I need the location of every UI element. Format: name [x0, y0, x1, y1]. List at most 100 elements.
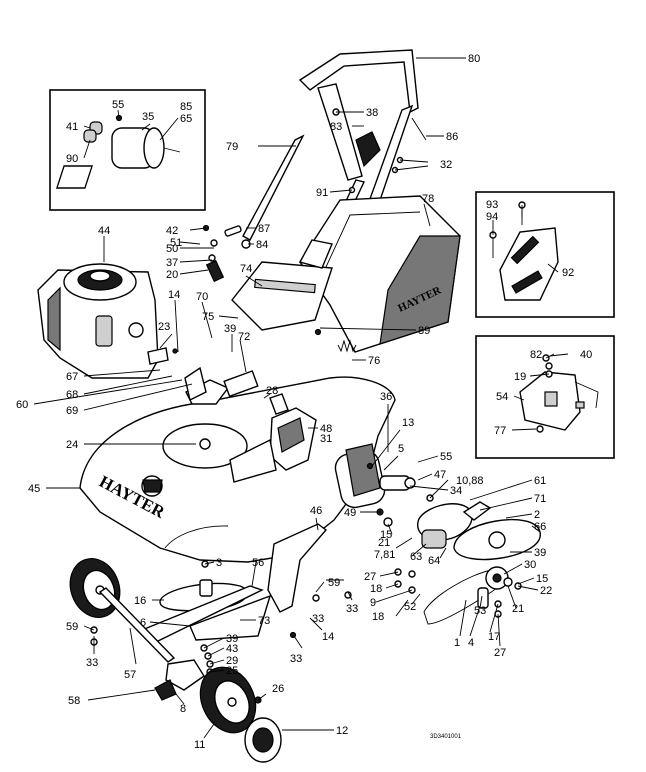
- inset-motor: [55, 114, 181, 189]
- callout-label: 66: [534, 521, 546, 533]
- callout-label: 12: [336, 725, 348, 737]
- callout-label: 34: [450, 485, 462, 497]
- grass-catcher: HAYTER: [231, 195, 461, 353]
- callout-label: 43: [226, 643, 238, 655]
- drive-assembly: [334, 443, 541, 625]
- callout-label: 14: [322, 631, 334, 643]
- callout-label: 50: [166, 243, 178, 255]
- callout-label: 29: [226, 655, 238, 667]
- callout-label: 57: [124, 669, 136, 681]
- callout-label: 4: [468, 637, 474, 649]
- callout-label: 59: [328, 577, 340, 589]
- callout-label: 77: [494, 425, 506, 437]
- callout-label: 31: [320, 433, 332, 445]
- callout-label: 39: [224, 323, 236, 335]
- callout-label: 58: [68, 695, 80, 707]
- catcher-spring: [337, 339, 357, 353]
- callout-label: 16: [134, 595, 146, 607]
- inset-catcher-frame: [475, 191, 615, 318]
- inset-motor-frame: [49, 89, 206, 211]
- callout-label: 35: [142, 111, 154, 123]
- callout-label: 26: [272, 683, 284, 695]
- upper-handle: [298, 49, 419, 114]
- inset-bracket-frame: [475, 335, 615, 459]
- blade-guard: [189, 594, 272, 641]
- callout-label: 78: [422, 193, 434, 205]
- callout-label: 45: [28, 483, 40, 495]
- motor-bracket: [55, 165, 93, 189]
- callout-label: 33: [312, 613, 324, 625]
- callout-label: 6: [140, 617, 146, 629]
- callout-label: 64: [428, 555, 440, 567]
- callout-label: 40: [580, 349, 592, 361]
- chassis-and-blade: [90, 523, 352, 646]
- catcher-clip: [499, 227, 559, 301]
- callout-label: 61: [534, 475, 546, 487]
- callout-label: 27: [494, 647, 506, 659]
- callout-label: 17: [488, 631, 500, 643]
- callout-label: 15: [536, 573, 548, 585]
- inset-bracket: [519, 354, 599, 433]
- callout-label: 42: [166, 225, 178, 237]
- callout-label: 46: [310, 505, 322, 517]
- callout-label: 69: [66, 405, 78, 417]
- callout-label: 13: [402, 417, 414, 429]
- callout-label: 2: [534, 509, 540, 521]
- callout-label: 91: [316, 187, 328, 199]
- rear-chassis-plate: [267, 523, 328, 613]
- callout-label: 10,88: [456, 475, 484, 487]
- height-adjust-lever: [223, 370, 259, 398]
- callout-label: 39: [226, 633, 238, 645]
- callout-labels: 80 38 83 86 32 79 91 78 42 87 51 84 50 3…: [16, 53, 592, 751]
- callout-label: 85: [180, 101, 192, 113]
- callout-label: 94: [486, 211, 498, 223]
- callout-label: 33: [86, 657, 98, 669]
- callout-label: 71: [534, 493, 546, 505]
- callout-label: 87: [258, 223, 270, 235]
- callout-label: 7,81: [374, 549, 395, 561]
- callout-label: 30: [524, 559, 536, 571]
- callout-label: 41: [66, 121, 78, 133]
- callout-label: 9: [370, 597, 376, 609]
- callout-label: 48: [320, 423, 332, 435]
- callout-label: 36: [380, 391, 392, 403]
- callout-label: 52: [404, 601, 416, 613]
- callout-label: 55: [440, 451, 452, 463]
- callout-label: 59: [66, 621, 78, 633]
- callout-label: 28: [266, 385, 278, 397]
- callout-label: 53: [474, 605, 486, 617]
- callout-label: 18: [370, 583, 382, 595]
- leader-lines: [33, 57, 569, 739]
- callout-label: 84: [256, 239, 268, 251]
- callout-label: 93: [486, 199, 498, 211]
- callout-label: 25: [226, 665, 238, 677]
- callout-label: 44: [98, 225, 110, 237]
- callout-label: 19: [514, 371, 526, 383]
- callout-label: 33: [290, 653, 302, 665]
- callout-label: 32: [440, 159, 452, 171]
- callout-label: 21: [378, 537, 390, 549]
- callout-label: 65: [180, 113, 192, 125]
- callout-label: 56: [252, 557, 264, 569]
- callout-label: 39: [534, 547, 546, 559]
- callout-label: 75: [202, 311, 214, 323]
- inset-catcher: [489, 201, 559, 301]
- callout-label: 92: [562, 267, 574, 279]
- callout-label: 90: [66, 153, 78, 165]
- callout-label: 72: [238, 331, 250, 343]
- callout-label: 22: [540, 585, 552, 597]
- mower-deck: HAYTER: [79, 366, 396, 563]
- wheels-and-axle: [69, 558, 282, 763]
- callout-label: 83: [330, 121, 342, 133]
- callout-label: 27: [364, 571, 376, 583]
- callout-label: 24: [66, 439, 78, 451]
- callout-label: 33: [346, 603, 358, 615]
- callout-label: 49: [344, 507, 356, 519]
- height-adjust-bracket: [165, 659, 205, 691]
- callout-label: 73: [258, 615, 270, 627]
- callout-label: 23: [158, 321, 170, 333]
- callout-label: 5: [398, 443, 404, 455]
- callout-label: 82: [530, 349, 542, 361]
- callout-label: 14: [168, 289, 180, 301]
